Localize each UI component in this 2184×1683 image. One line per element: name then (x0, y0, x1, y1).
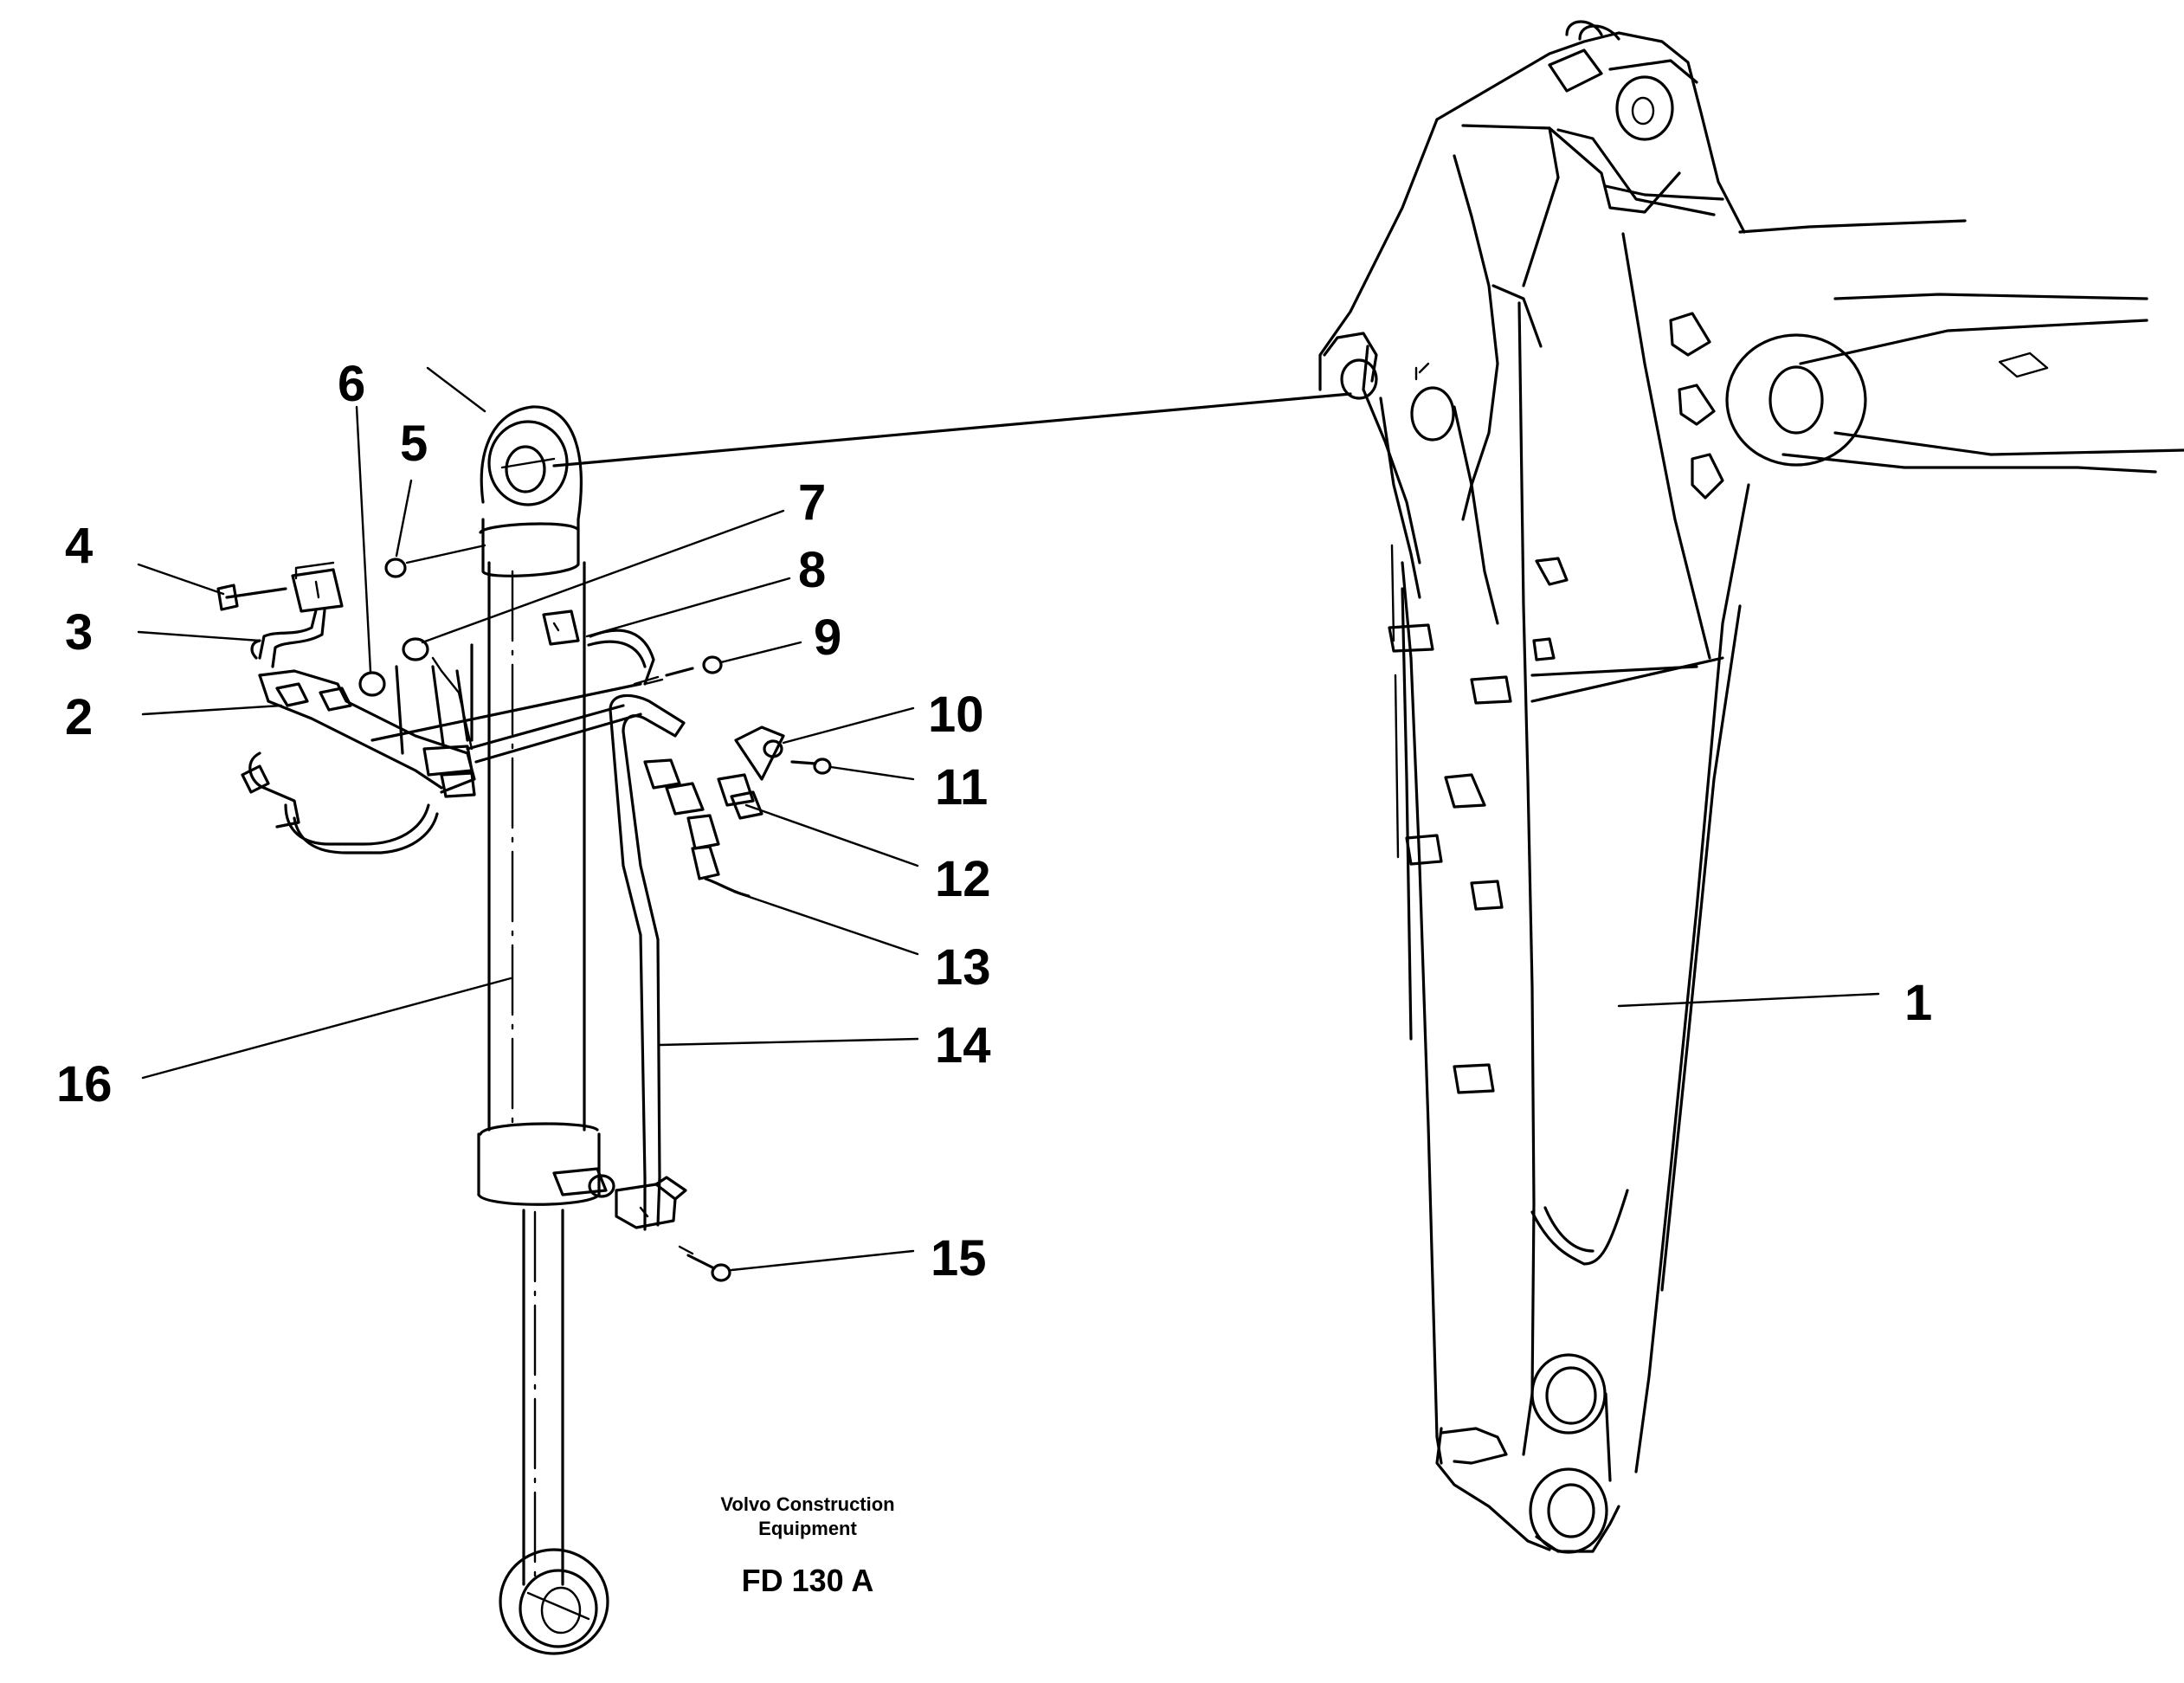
leader-lines (137, 366, 1880, 1272)
cylinder-drawing (477, 405, 615, 1655)
caption-line-2: Equipment (758, 1518, 857, 1539)
callout-8: 8 (798, 542, 826, 598)
leader-15 (730, 1249, 915, 1272)
caption-line-1: Volvo Construction (720, 1493, 894, 1515)
callout-2: 2 (65, 689, 93, 745)
leader-14 (658, 1037, 919, 1047)
callout-1: 1 (1904, 975, 1932, 1031)
boom-drawing (1318, 20, 2184, 1554)
leader-3 (137, 630, 261, 642)
callout-16: 16 (56, 1056, 113, 1112)
leader-13 (732, 890, 919, 956)
callout-15: 15 (931, 1230, 987, 1286)
callout-12: 12 (935, 851, 991, 907)
leader-16 (141, 977, 512, 1080)
leader-1 (1617, 992, 1880, 1008)
leader-8 (585, 577, 791, 638)
pin-leader (552, 392, 1352, 468)
leader-7 (421, 509, 785, 644)
callout-5: 5 (400, 416, 428, 472)
callout-9: 9 (814, 609, 841, 666)
caption-block: Volvo Construction Equipment FD 130 A (720, 1493, 894, 1598)
callout-3: 3 (65, 604, 93, 661)
leader-11 (829, 765, 915, 781)
leader-6 (355, 405, 372, 674)
callout-6: 6 (338, 356, 365, 412)
caption-code: FD 130 A (742, 1563, 874, 1598)
leader-2 (141, 704, 283, 716)
leader-eye (426, 366, 486, 413)
leader-12 (744, 803, 919, 867)
callout-4: 4 (65, 518, 93, 574)
leader-4 (137, 563, 225, 596)
callout-14: 14 (935, 1017, 991, 1074)
fittings-drawing (216, 544, 832, 1282)
callout-11: 11 (935, 759, 988, 816)
callout-13: 13 (935, 939, 991, 996)
leader-9 (719, 641, 802, 664)
leader-10 (782, 706, 915, 745)
callout-10: 10 (928, 687, 984, 743)
callout-7: 7 (798, 474, 826, 531)
callout-labels: 1 2 3 4 5 6 7 8 9 10 11 12 13 14 15 16 (56, 356, 1932, 1286)
leader-5 (395, 479, 413, 558)
